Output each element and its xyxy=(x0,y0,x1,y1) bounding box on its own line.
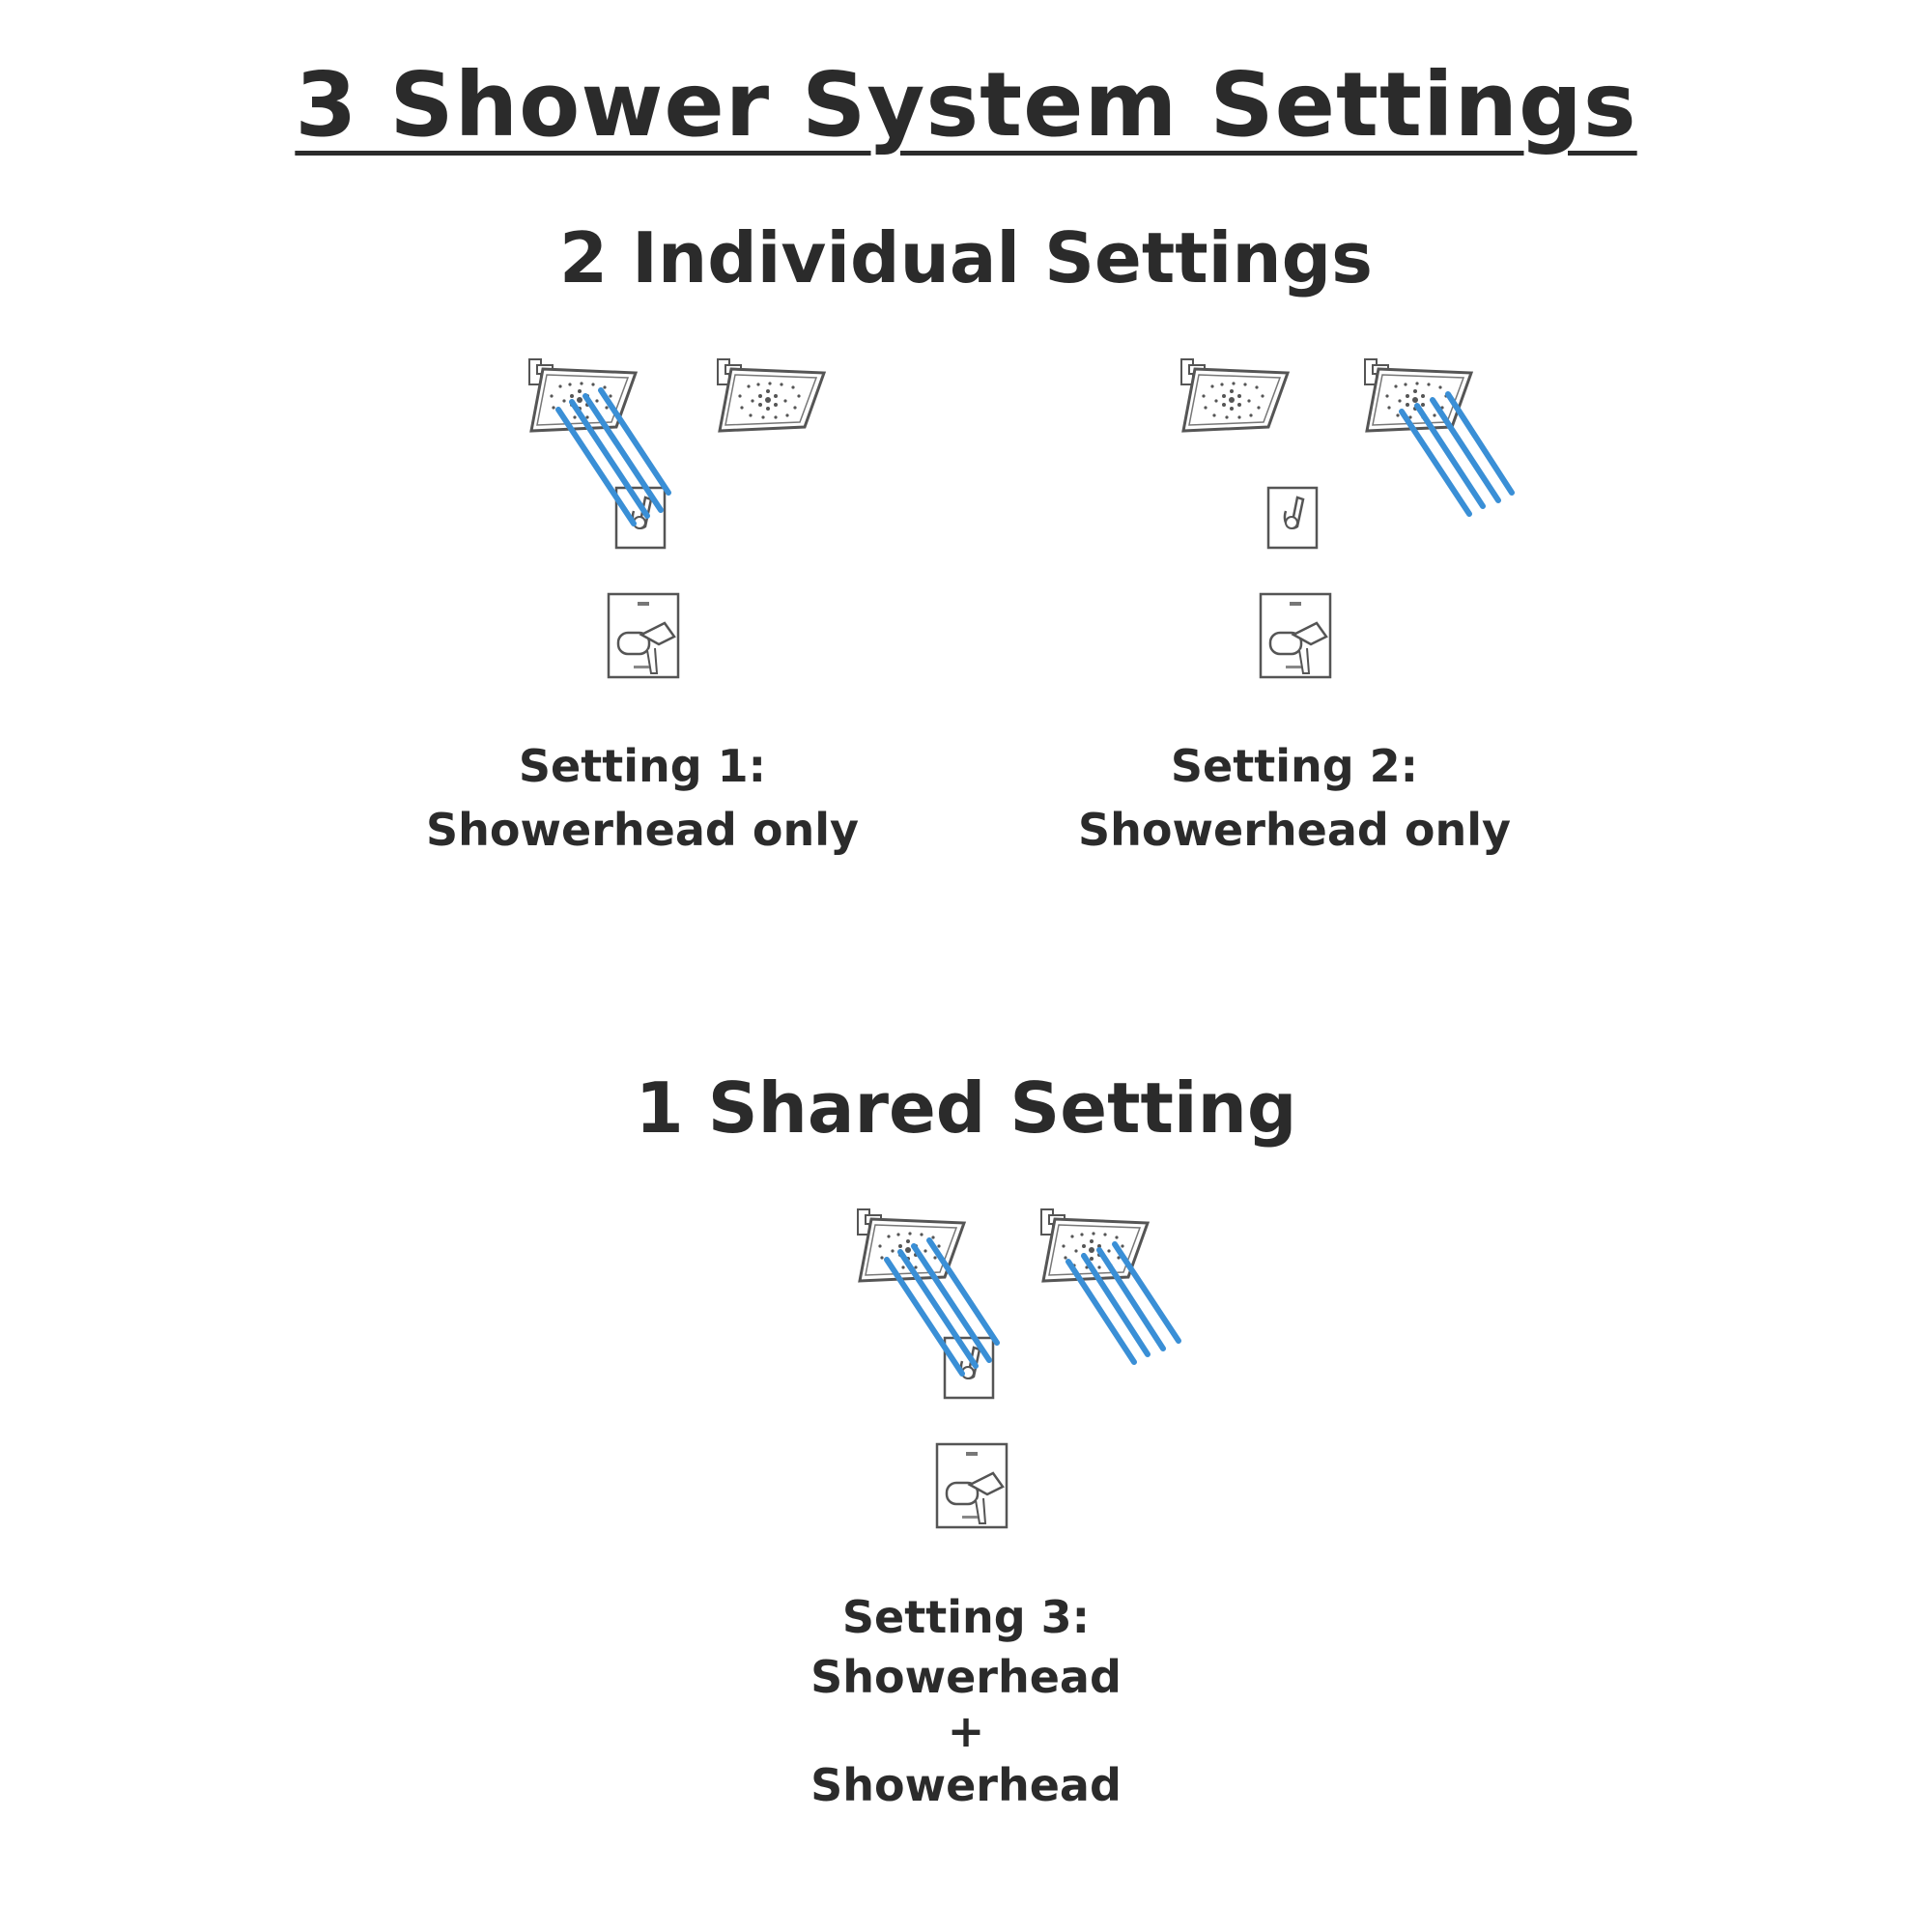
setting-1-description: Showerhead only xyxy=(426,804,859,856)
showerhead-icon xyxy=(716,357,826,433)
thermostatic-valve-icon xyxy=(1259,592,1332,679)
diverter-valve-icon xyxy=(1266,486,1319,550)
section-heading-individual: 2 Individual Settings xyxy=(558,217,1374,298)
setting-3-description-line-2: Showerhead xyxy=(810,1759,1122,1811)
setting-3-caption: Setting 3: Showerhead + Showerhead xyxy=(724,1584,1208,1812)
setting-3-description-line-1: Showerhead xyxy=(810,1651,1122,1703)
setting-3-label: Setting 3: xyxy=(841,1591,1091,1643)
showerhead-icon xyxy=(1363,357,1473,433)
water-spray-icon xyxy=(1399,391,1515,517)
water-spray-icon xyxy=(1065,1241,1181,1365)
page-title: 3 Shower System Settings xyxy=(295,53,1637,156)
thermostatic-valve-icon xyxy=(935,1442,1009,1529)
setting-3-diagram xyxy=(856,1208,1181,1529)
water-spray-icon xyxy=(884,1237,1000,1377)
diverter-valve-icon xyxy=(943,1336,995,1400)
showerhead-icon xyxy=(1179,357,1290,433)
setting-2-description: Showerhead only xyxy=(1078,804,1511,856)
setting-2-diagram xyxy=(1179,357,1515,679)
setting-1-diagram xyxy=(527,357,826,679)
thermostatic-valve-icon xyxy=(607,592,680,679)
section-heading-shared: 1 Shared Setting xyxy=(635,1067,1297,1149)
water-spray-icon xyxy=(555,387,671,526)
diverter-valve-icon xyxy=(614,486,667,550)
setting-2-label: Setting 2: xyxy=(1170,740,1419,792)
setting-2-caption: Setting 2: Showerhead only xyxy=(1058,734,1531,862)
setting-1-label: Setting 1: xyxy=(518,740,767,792)
setting-3-description-plus: + xyxy=(947,1705,985,1757)
setting-1-caption: Setting 1: Showerhead only xyxy=(406,734,879,862)
